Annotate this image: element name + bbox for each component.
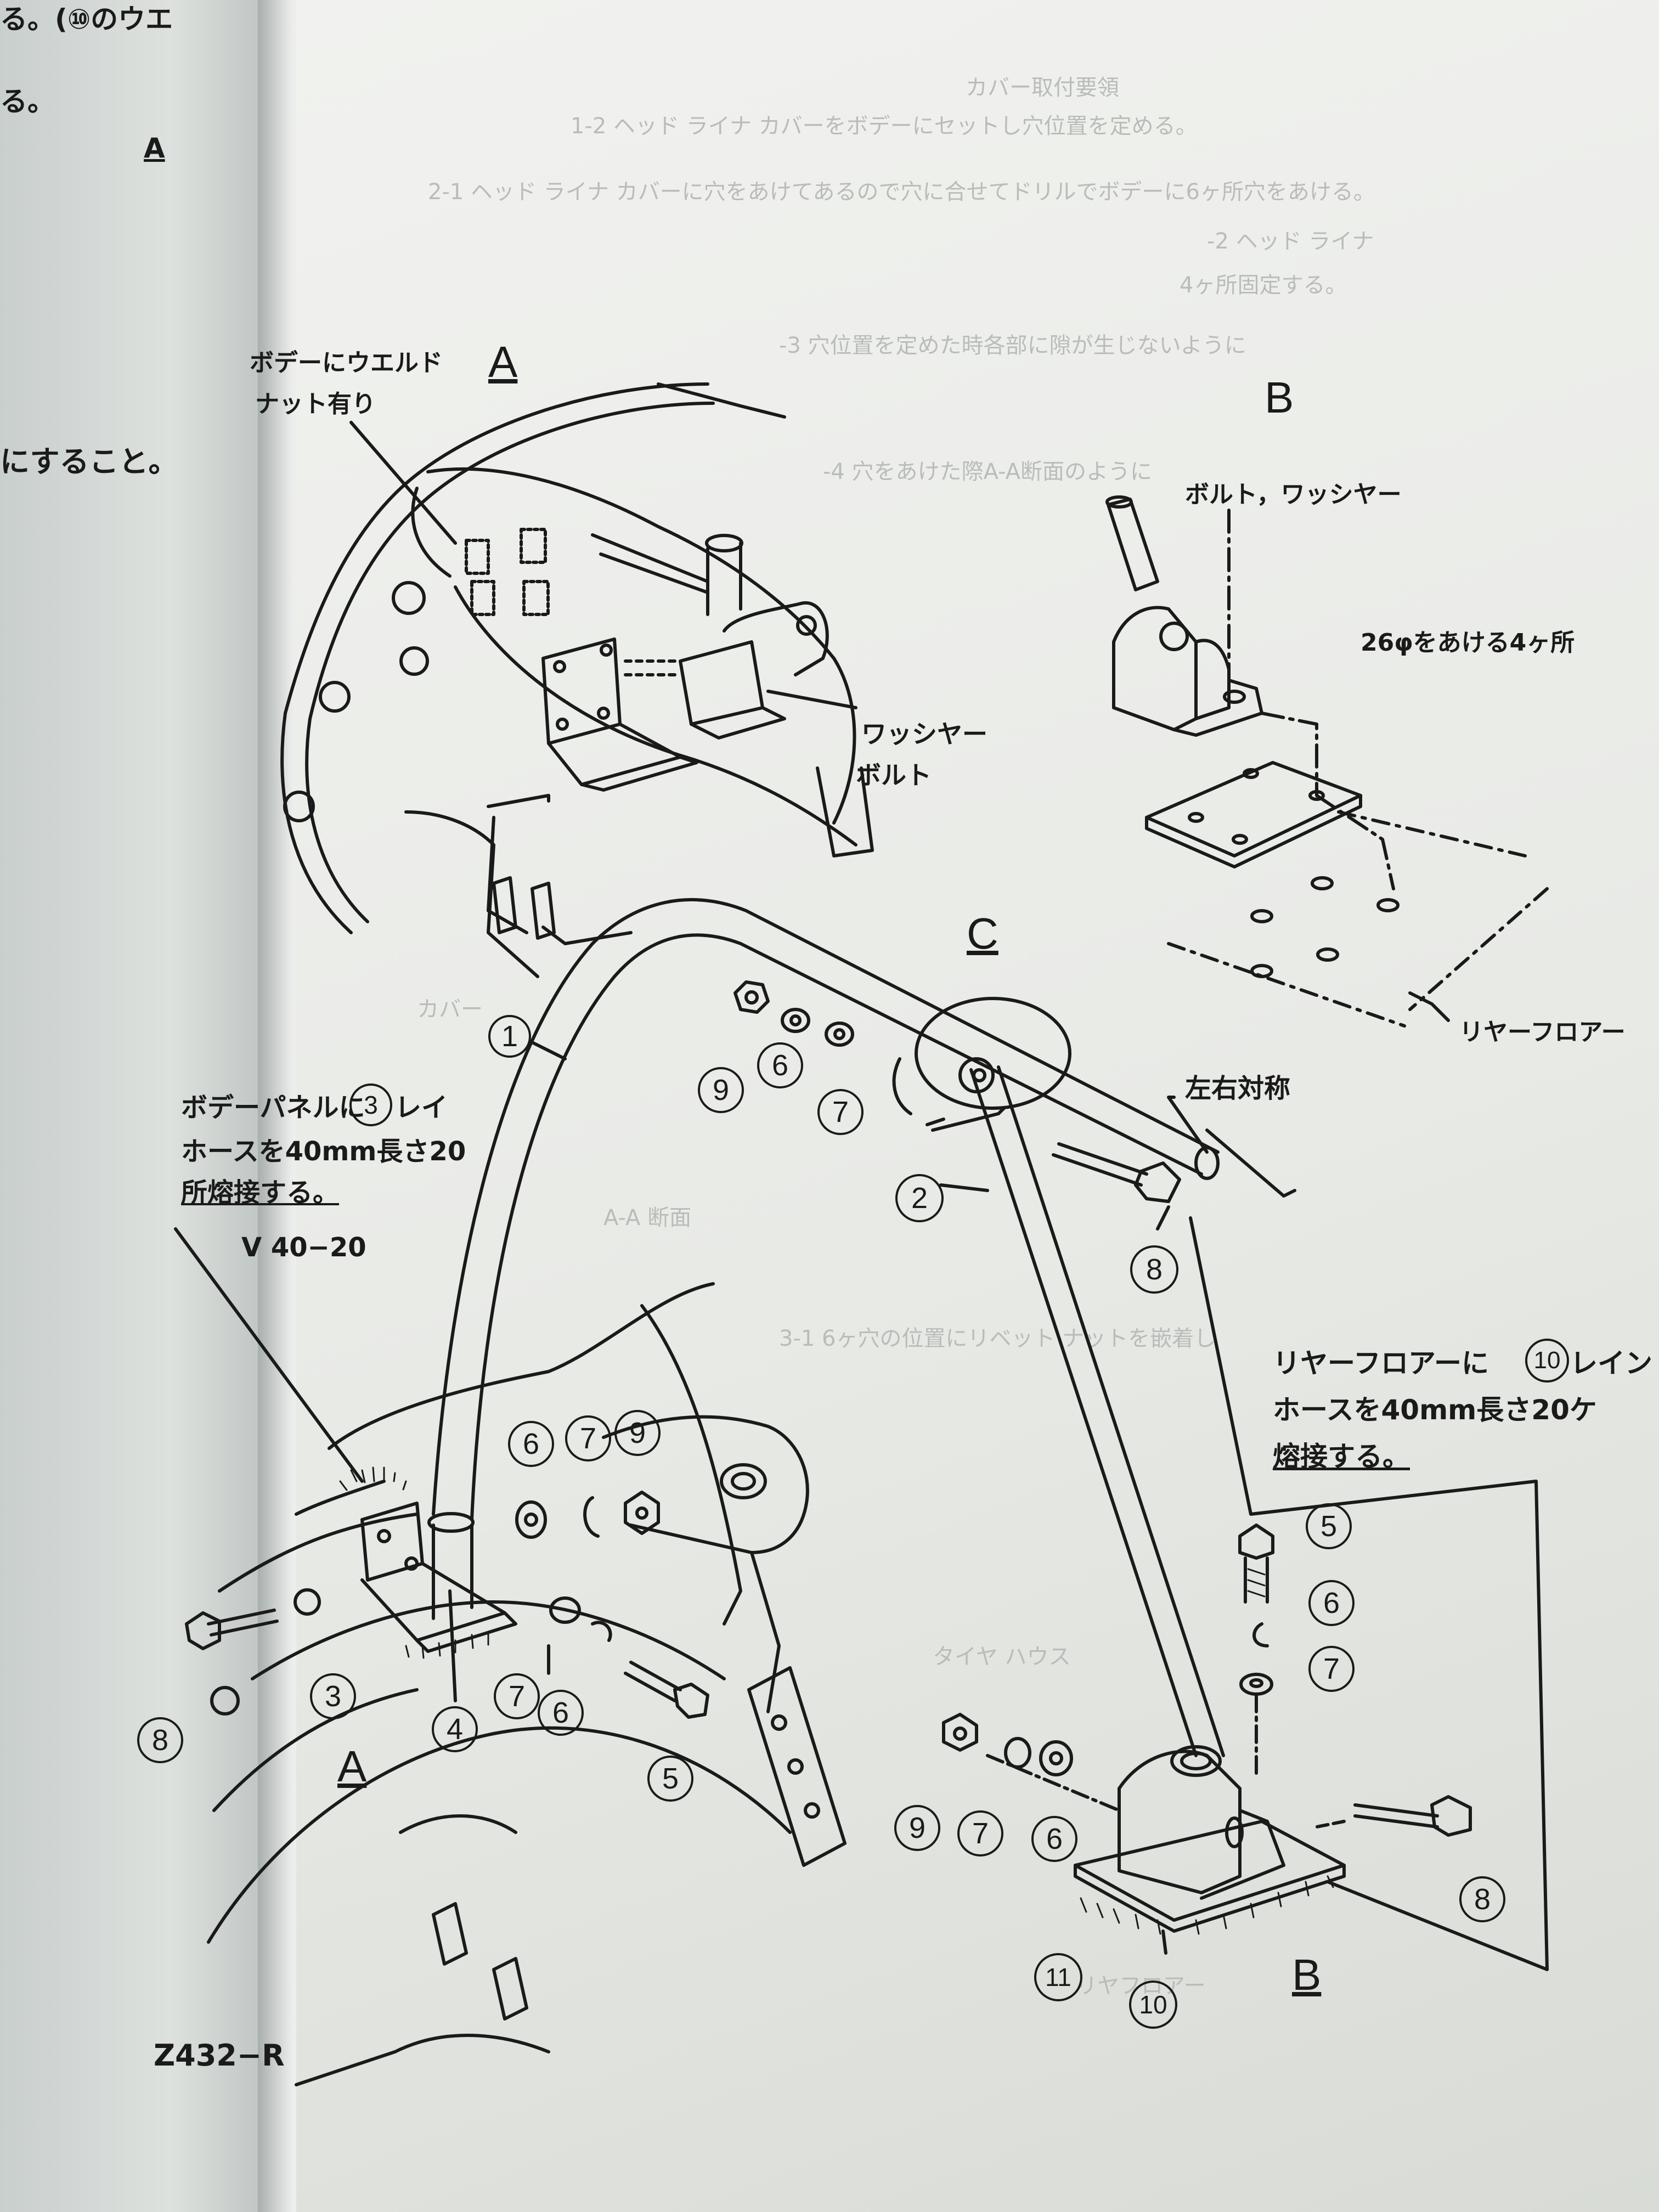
- rear-floor-note-line-1a: リヤーフロアーに: [1273, 1347, 1489, 1379]
- bolt-label: ボルト: [856, 760, 932, 790]
- holes-label: 26φをあける4ヶ所: [1361, 629, 1575, 657]
- weld-nut-label-line-1: ボデーにウエルド: [250, 349, 443, 377]
- ghost-text-1: 1-2 ヘッド ライナ カバーをボデーにセットし穴位置を定める。: [571, 114, 1198, 139]
- callout-8-left: 8: [137, 1717, 183, 1763]
- callout-7-mid: 7: [565, 1415, 611, 1462]
- rear-floor-note-line-1b: レイン: [1570, 1347, 1652, 1379]
- callout-6-bottom: 6: [1031, 1816, 1077, 1862]
- callout-7-bottom: 7: [957, 1810, 1003, 1857]
- rear-floor-label: リヤーフロアー: [1459, 1018, 1626, 1046]
- callout-8-right: 8: [1459, 1876, 1505, 1922]
- view-a-bottom-drawing: [174, 810, 847, 2086]
- ghost-text-7: A-A 断面: [603, 1205, 692, 1231]
- callout-8-top: 8: [1130, 1245, 1178, 1294]
- view-b-bottom-label: B: [1292, 1950, 1322, 1999]
- left-page-view-ref: A: [144, 132, 165, 164]
- callout-6-mid: 6: [508, 1421, 554, 1467]
- callout-5-left: 5: [647, 1756, 693, 1802]
- callout-9-bottom: 9: [894, 1805, 940, 1851]
- roll-bar-drawing: [432, 898, 1549, 1971]
- body-panel-note-line-3: 所熔接する。: [181, 1177, 340, 1208]
- rear-floor-part-callout: 10: [1525, 1339, 1569, 1383]
- v-code-label: V 40−20: [241, 1232, 366, 1263]
- view-a-top-drawing: [280, 382, 874, 934]
- left-page-line-1: る。(⑩のウエ: [0, 3, 173, 35]
- view-a-bottom-label: A: [337, 1742, 367, 1791]
- callout-11: 11: [1034, 1953, 1082, 2001]
- view-a-top-label: A: [488, 337, 518, 386]
- callout-4: 4: [432, 1706, 478, 1752]
- callout-9-mid: 9: [614, 1410, 661, 1456]
- left-page-line-3: にすること。: [0, 444, 178, 479]
- rear-floor-note-line-3: 熔接する。: [1273, 1441, 1410, 1472]
- callout-6-right: 6: [1308, 1580, 1355, 1626]
- left-page: [0, 0, 285, 2212]
- callout-7-top: 7: [817, 1089, 864, 1135]
- callout-9-top: 9: [698, 1067, 744, 1113]
- callout-7-right: 7: [1308, 1646, 1355, 1692]
- callout-6-low: 6: [538, 1690, 584, 1736]
- callout-1: 1: [488, 1015, 531, 1058]
- ghost-text-6: -4 穴をあけた際A-A断面のように: [823, 459, 1152, 484]
- ghost-text-3: -2 ヘッド ライナ: [1207, 229, 1374, 254]
- ghost-text-0: カバー取付要領: [966, 75, 1119, 100]
- callout-7-low: 7: [494, 1673, 540, 1719]
- body-panel-part-callout: 3: [349, 1084, 392, 1126]
- view-b-bottom-drawing: [942, 1523, 1472, 1955]
- ghost-text-8: 3-1 6ヶ穴の位置にリベット ナットを嵌着し: [779, 1326, 1216, 1351]
- body-panel-note-line-1b: レイ: [395, 1092, 448, 1123]
- body-panel-note-line-1a: ボデーパネルに: [181, 1092, 365, 1123]
- ghost-text-2: 2-1 ヘッド ライナ カバーに穴をあけてあるので穴に合せてドリルでボデーに6ヶ…: [428, 179, 1375, 205]
- ghost-text-11: カバー: [417, 997, 483, 1022]
- view-b-top-drawing: [1105, 495, 1549, 1028]
- view-b-top-label: B: [1265, 373, 1294, 422]
- body-panel-note-line-2: ホースを40mm長さ20: [181, 1136, 466, 1167]
- bolt-washer-label: ボルト，ワッシヤー: [1185, 481, 1402, 509]
- washer-label: ワッシヤー: [861, 719, 988, 749]
- callout-3: 3: [310, 1673, 356, 1719]
- callout-10: 10: [1129, 1980, 1177, 2029]
- callout-6-top: 6: [757, 1042, 803, 1088]
- symmetric-label: 左右対称: [1185, 1073, 1291, 1104]
- ghost-text-9: タイヤ ハウス: [933, 1644, 1071, 1669]
- callout-2: 2: [895, 1174, 944, 1222]
- ghost-text-4: 4ヶ所固定する。: [1180, 273, 1347, 298]
- callout-5-right: 5: [1306, 1503, 1352, 1549]
- rear-floor-note-line-2: ホースを40mm長さ20ケ: [1273, 1394, 1597, 1426]
- document-code: Z432−R: [154, 2038, 285, 2073]
- view-c-label: C: [967, 909, 998, 958]
- ghost-text-5: -3 穴位置を定めた時各部に隙が生じないように: [779, 333, 1246, 358]
- weld-nut-label-line-2: ナット有り: [255, 390, 376, 418]
- left-page-line-2: る。: [0, 86, 55, 117]
